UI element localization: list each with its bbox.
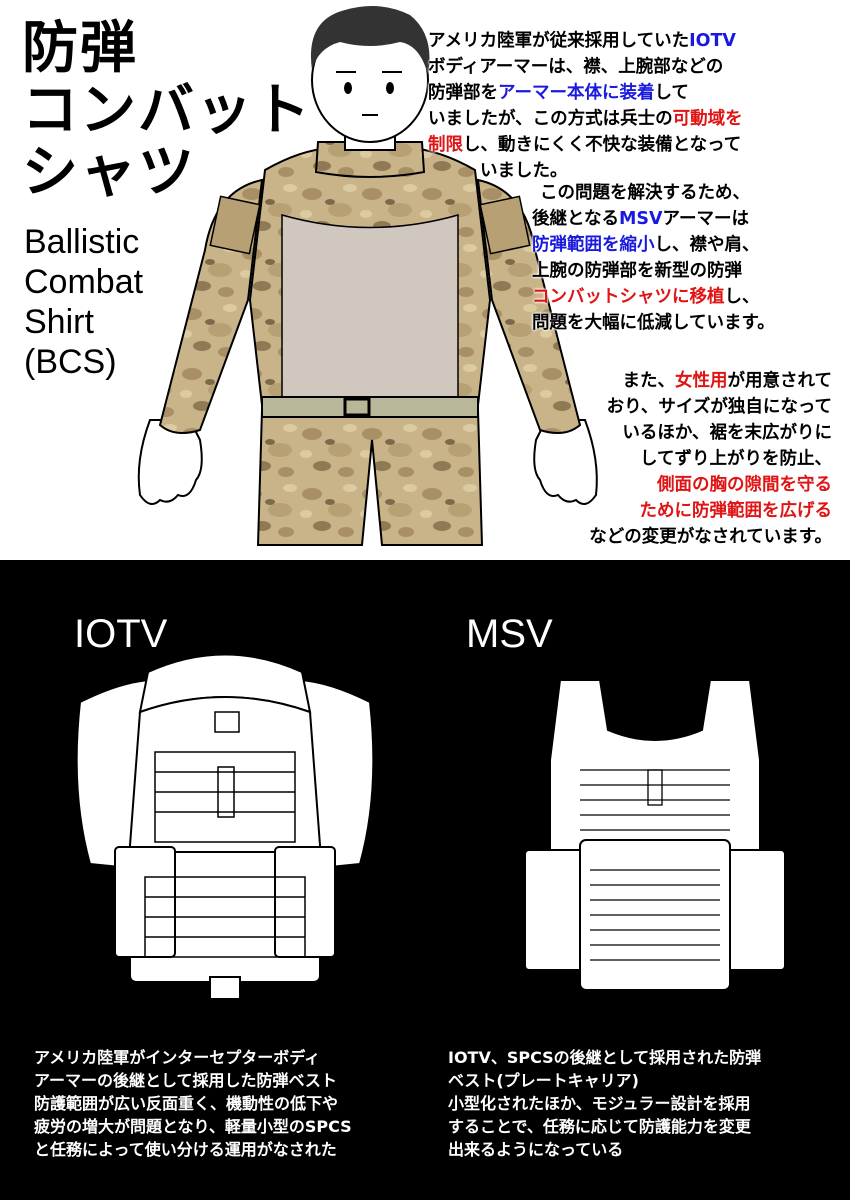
caption-line: することで、任務に応じて防護能力を変更 [448,1117,751,1136]
text-segment: し、動きにくく不快な装備となって [463,135,742,155]
para-line: おり、サイズが独自になって [606,397,832,417]
paragraph-msv-solution: この問題を解決するため、 後継となるMSVアーマーは 防弾範囲を縮小し、襟や肩、… [532,180,775,336]
highlight-reduce: 防弾範囲を縮小 [532,235,655,255]
caption-line: IOTV、SPCSの後継として採用された防弾 [448,1048,762,1067]
caption-line: 小型化されたほか、モジュラー設計を採用 [448,1094,751,1113]
iotv-vest-illustration [75,653,375,1000]
text-segment: また、 [622,371,676,391]
caption-line: 防護範囲が広い反面重く、機動性の低下や [34,1094,339,1113]
highlight-msv: MSV [618,209,663,229]
para-line: いましたが、この方式は兵士の可動域を [428,106,743,132]
iotv-label: IOTV [74,612,168,656]
caption-line: アーマーの後継として採用した防弾ベスト [34,1071,337,1090]
text-segment: が用意されて [727,371,832,391]
title-japanese: 防弾 コンバット シャツ [22,18,312,204]
highlight-range: 可動域を [672,109,743,129]
soldier-illustration [137,6,598,546]
para-line: 問題を大幅に低減しています。 [532,313,775,333]
para-line: 側面の胸の隙間を守る [657,475,832,495]
title-english: Ballistic Combat Shirt (BCS) [24,222,143,382]
para-line: してずり上がりを防止、 [640,449,832,469]
para-line: などの変更がなされています。 [589,527,832,547]
para-line: また、女性用が用意されて [542,368,832,394]
msv-vest-illustration [524,679,786,991]
text-segment: し、襟や肩、 [654,235,760,255]
highlight-attached: アーマー本体に装着 [498,83,655,103]
highlight-female: 女性用 [675,371,728,391]
title-line: シャツ [22,140,196,205]
title-en-line: Combat [24,263,144,301]
text-segment: し、 [724,287,760,307]
highlight-restrict: 制限 [428,135,463,155]
title-line: コンバット [22,78,312,143]
text-segment: 後継となる [532,209,619,229]
para-line: コンバットシャツに移植し、 [532,284,775,310]
highlight-transplant: コンバットシャツに移植 [532,287,725,307]
para-line: 制限し、動きにくく不快な装備となって [428,132,743,158]
para-line: いました。 [480,161,568,181]
text-segment: アメリカ陸軍が従来採用していた [428,31,690,51]
para-line: いるほか、裾を末広がりに [622,423,832,443]
caption-line: ベスト(プレートキャリア) [448,1071,639,1090]
caption-line: と任務によって使い分ける運用がなされた [34,1140,337,1159]
highlight-iotv: IOTV [689,31,736,51]
illustration-panel: 防弾 コンバット シャツ Ballistic Combat Shirt (BCS… [0,0,850,560]
para-line: 後継となるMSVアーマーは [532,206,775,232]
title-en-line: (BCS) [24,343,117,381]
title-en-line: Shirt [24,303,94,341]
title-en-line: Ballistic [24,223,140,261]
para-line: アメリカ陸軍が従来採用していたIOTV [428,28,743,54]
paragraph-female-version: また、女性用が用意されて おり、サイズが独自になって いるほか、裾を末広がりに … [542,368,832,550]
paragraph-iotv-problem: アメリカ陸軍が従来採用していたIOTV ボディアーマーは、襟、上腕部などの 防弾… [428,28,743,184]
text-segment: アーマーは [662,209,749,229]
para-line: ために防弾範囲を広げる [639,501,833,521]
para-line: この問題を解決するため、 [540,183,750,203]
vest-comparison-panel: IOTV MSV [0,560,850,1200]
caption-line: 出来るようになっている [448,1140,624,1159]
caption-line: アメリカ陸軍がインターセプターボディ [34,1048,321,1067]
para-line: 防弾範囲を縮小し、襟や肩、 [532,232,775,258]
text-segment: 防弾部を [428,83,498,103]
para-line: 防弾部をアーマー本体に装着して [428,80,743,106]
title-line: 防弾 [22,16,138,81]
text-segment: して [654,83,689,103]
para-line: ボディアーマーは、襟、上腕部などの [428,57,724,77]
msv-label: MSV [466,612,553,656]
caption-iotv: アメリカ陸軍がインターセプターボディ アーマーの後継として採用した防弾ベスト 防… [34,1046,352,1161]
para-line: 上腕の防弾部を新型の防弾 [532,261,742,281]
caption-msv: IOTV、SPCSの後継として採用された防弾 ベスト(プレートキャリア) 小型化… [448,1046,761,1161]
text-segment: いましたが、この方式は兵士の [428,109,673,129]
caption-line: 疲労の増大が問題となり、軽量小型のSPCS [34,1117,352,1136]
